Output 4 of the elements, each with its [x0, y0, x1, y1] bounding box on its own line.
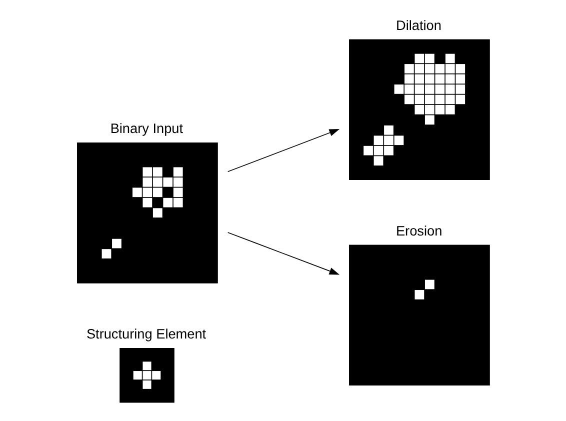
node-label: Structuring Element — [86, 326, 206, 342]
node-label: Binary Input — [110, 120, 184, 136]
node-label: Dilation — [396, 18, 442, 33]
node-label: Erosion — [396, 223, 442, 238]
